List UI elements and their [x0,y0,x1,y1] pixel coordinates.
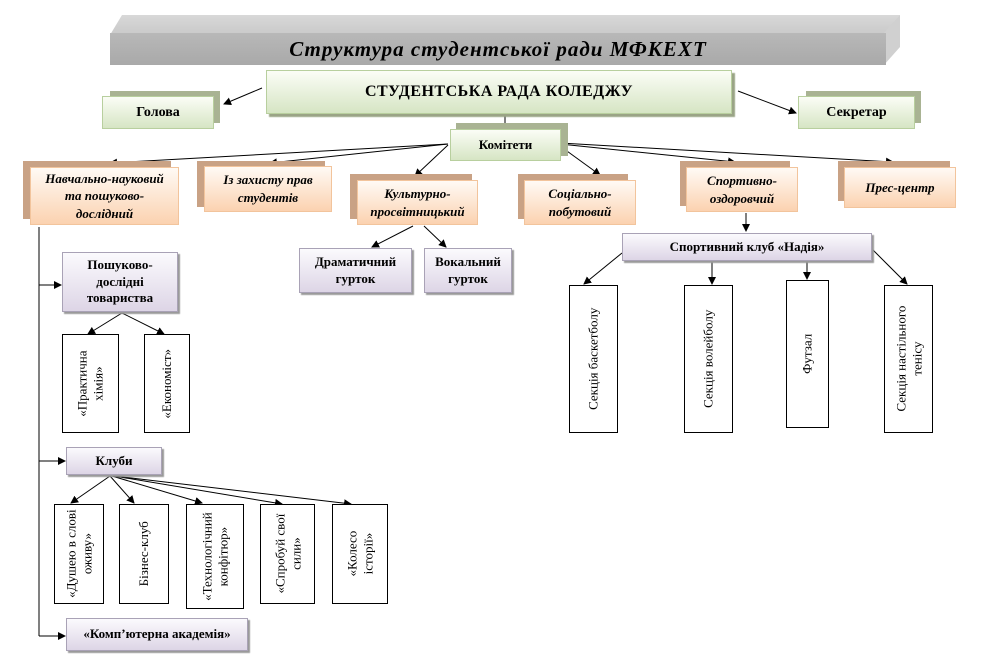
secretary-box: Секретар [798,96,915,129]
head-box: Голова [102,96,214,129]
arrow-committee-6 [559,142,894,166]
arrow-cultural-drama [371,225,414,248]
arrow-committee-2 [269,143,449,167]
committee-student-rights: Із захисту прав студентів [204,166,332,212]
arrow-club-2 [109,475,135,504]
vocal-group-box: Вокальний гурток [424,248,512,293]
committee-cultural: Культурно- просвітницький [357,180,478,225]
arrow-sport-4 [871,248,908,285]
arrow-club-5 [113,475,352,508]
society-economist: «Економіст» [144,334,190,433]
arrow-committee-1 [109,143,449,167]
arrow-club-4 [113,475,283,507]
research-societies-box: Пошуково- дослідні товариства [62,252,178,312]
club-item: Бізнес-клуб [119,504,169,604]
arrow-soc-2 [121,312,165,335]
arrow-club-3 [111,475,203,505]
arrow-sport-1 [583,252,623,285]
committee-social: Соціально- побутовий [524,180,636,225]
sport-section: Секція волейболу [684,285,733,433]
club-item: «Душею в слові оживу» [54,504,104,604]
arrow-council-secretary [737,90,797,115]
arrow-council-head [223,87,263,105]
arrow-club-1 [70,475,111,504]
computer-academy-box: «Комп’ютерна академія» [66,618,248,651]
title-banner-top [110,15,900,35]
committee-press-center: Прес-центр [844,167,956,208]
sport-club-box: Спортивний клуб «Надія» [622,233,872,261]
drama-group-box: Драматичний гурток [299,248,412,293]
sport-section: Футзал [786,280,829,428]
committee-educational-research: Навчально-науковий та пошуково- дослідни… [30,167,179,225]
society-practical-chemistry: «Практична хімія» [62,334,119,433]
arrow-soc-1 [87,312,123,335]
arrow-cultural-vocal [423,225,447,248]
committees-box: Комітети [450,129,561,161]
arrow-committee-5 [559,143,736,166]
page-title: Структура студентської ради МФКЕХТ [110,33,886,65]
clubs-box: Клуби [66,447,162,475]
committee-sports: Спортивно- оздоровчий [686,167,798,212]
sport-section: Секція баскетболу [569,285,618,433]
club-item: «Спробуй свої сили» [260,504,315,604]
arrow-committee-3 [414,144,449,177]
student-council-box: СТУДЕНТСЬКА РАДА КОЛЕДЖУ [266,70,732,114]
sport-section: Секція настільного тенісу [884,285,933,433]
club-item: «Колесо історії» [332,504,388,604]
club-item: «Технологічний конфітюр» [186,504,244,609]
